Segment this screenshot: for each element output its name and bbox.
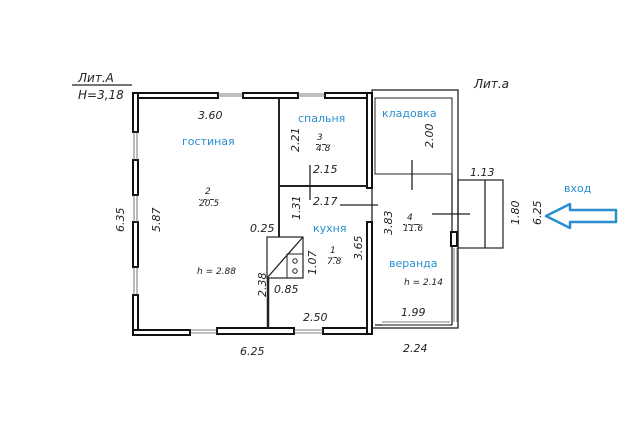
svg-text:2.00: 2.00 xyxy=(423,124,436,149)
svg-text:2.15: 2.15 xyxy=(313,163,338,176)
svg-text:6.35: 6.35 xyxy=(114,208,127,233)
room-name-living: гостиная xyxy=(182,135,235,148)
room-number-kitchen: 1 xyxy=(330,246,336,256)
room-name-bedroom: спальня xyxy=(298,112,345,125)
room-number-bedroom: 3 xyxy=(317,133,323,143)
room-name-storage: кладовка xyxy=(382,107,437,120)
room-number-veranda: 4 xyxy=(407,213,413,223)
svg-text:2.50: 2.50 xyxy=(303,311,328,324)
room-number-living: 2 xyxy=(205,187,211,197)
svg-text:2.24: 2.24 xyxy=(403,342,428,355)
svg-text:2.17: 2.17 xyxy=(313,195,338,208)
entrance-label: вход xyxy=(564,182,592,195)
room-height-living: h = 2.88 xyxy=(197,267,236,277)
svg-text:1.31: 1.31 xyxy=(290,196,303,221)
svg-text:2.38: 2.38 xyxy=(256,273,269,298)
room-area-bedroom: 4.8 xyxy=(316,144,331,154)
room-height-veranda: h = 2.14 xyxy=(404,278,443,288)
svg-text:1.13: 1.13 xyxy=(470,166,495,179)
svg-text:1.07: 1.07 xyxy=(306,251,319,276)
svg-text:0.85: 0.85 xyxy=(274,283,299,296)
svg-text:2.21: 2.21 xyxy=(289,128,302,153)
svg-text:0.25: 0.25 xyxy=(250,222,275,235)
room-name-veranda: веранда xyxy=(389,257,438,270)
room-area-veranda: 11.6 xyxy=(403,224,423,234)
room-area-kitchen: 7.8 xyxy=(327,257,342,267)
svg-text:1.80: 1.80 xyxy=(509,201,522,226)
svg-text:6.25: 6.25 xyxy=(531,201,544,226)
height-main-label: H=3,18 xyxy=(78,88,124,102)
lit-a-main-label: Лит.А xyxy=(77,71,114,85)
svg-text:3.60: 3.60 xyxy=(198,109,223,122)
main-house-walls xyxy=(132,92,378,336)
entrance-arrow-icon xyxy=(544,202,618,230)
svg-text:5.87: 5.87 xyxy=(150,208,163,233)
svg-text:3.65: 3.65 xyxy=(352,236,365,261)
porch xyxy=(457,179,504,249)
lit-a-ext-label: Лит.а xyxy=(473,77,509,91)
dimensions: 3.60 6.35 5.87 2.21 2.15 2.17 1.31 0.25 … xyxy=(114,109,544,358)
svg-text:1.99: 1.99 xyxy=(401,306,426,319)
stove-icon xyxy=(266,236,304,279)
svg-text:6.25: 6.25 xyxy=(240,345,265,358)
room-area-living: 20.5 xyxy=(199,199,219,209)
extension-walls xyxy=(371,89,470,329)
svg-text:3.83: 3.83 xyxy=(382,211,395,236)
room-name-kitchen: кухня xyxy=(313,222,346,235)
